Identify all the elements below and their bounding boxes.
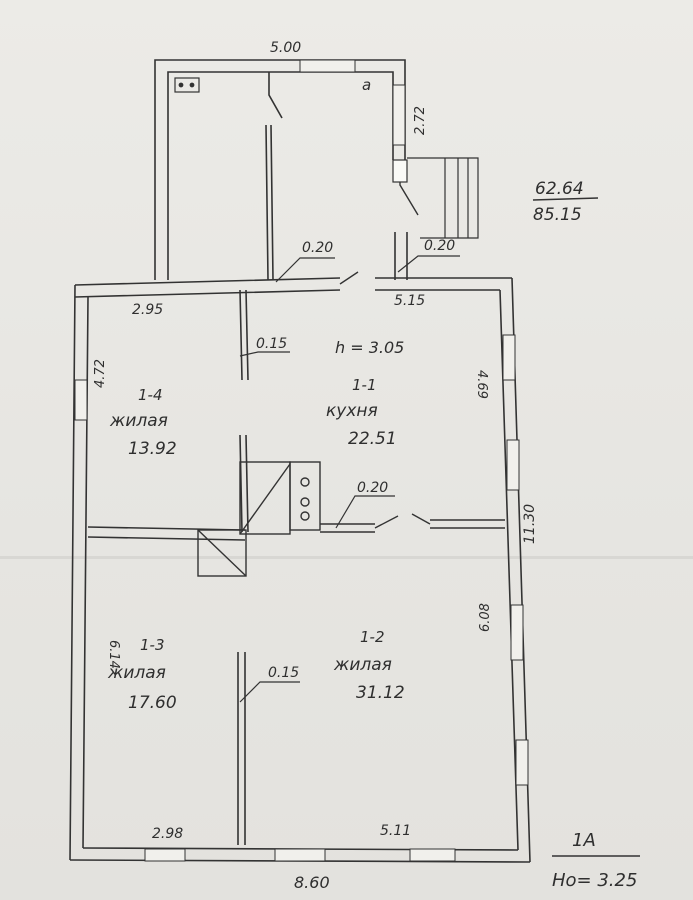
dim-right-total: 11.30	[522, 504, 538, 544]
porch-depth-label: 2.72	[413, 106, 428, 135]
room-id-1-3: 1-3	[140, 636, 165, 654]
room-id-1-2: 1-2	[360, 628, 385, 646]
windows	[74, 59, 529, 862]
stove-diagonal	[239, 463, 291, 535]
room-type-1-4: жилая	[109, 411, 168, 431]
stamp-height: Ho= 3.25	[552, 870, 637, 891]
leader-wall-lower	[239, 681, 300, 703]
dim-right-lower: 6.08	[478, 603, 493, 632]
window-right-3	[510, 604, 524, 661]
window-annex-right	[392, 84, 406, 146]
window-right-4	[515, 739, 529, 786]
stove-top	[289, 461, 321, 531]
window-bottom-1	[144, 848, 186, 862]
dim-bottom-right: 5.11	[380, 823, 411, 839]
walls	[69, 59, 531, 863]
room-area-1-3: 17.60	[128, 693, 177, 713]
annex-inner-wall	[167, 71, 394, 280]
window-bottom-2	[274, 848, 326, 862]
top-width-label: 5.00	[270, 40, 301, 56]
room-type-1-1: кухня	[326, 401, 378, 421]
leader-lines	[239, 255, 460, 703]
door-leaf-kitchen-left	[374, 515, 399, 529]
window-right-1	[502, 334, 516, 381]
dim-top-right: 5.15	[394, 293, 425, 309]
labels: 5.00 a 2.72 0.20 0.20 62.64 85.15 2.95 5…	[93, 40, 637, 892]
chimney-diagonal	[197, 529, 247, 577]
door-leaf-kitchen-right	[411, 513, 431, 525]
window-bottom-3	[409, 848, 456, 862]
window-right-2	[506, 439, 520, 491]
dim-bottom-left: 2.98	[152, 826, 183, 842]
stove-burner-2	[300, 497, 310, 507]
wall-thickness-mid: 0.15	[256, 336, 287, 352]
window-left-upper	[74, 379, 88, 421]
leader-wall-right-top	[397, 255, 460, 273]
porch-steps	[392, 157, 479, 239]
leader-wall-kitchen	[335, 495, 395, 529]
lower-partition	[237, 652, 246, 845]
window-annex-top	[299, 59, 356, 73]
chimney-block	[197, 529, 247, 577]
main-left-wall	[69, 284, 89, 861]
leader-wall-mid	[239, 351, 290, 357]
wall-thickness-left-top: 0.20	[302, 240, 333, 256]
paper-fold	[0, 556, 693, 559]
room-id-1-4: 1-4	[138, 386, 163, 404]
room-type-1-3: жилая	[107, 663, 166, 683]
stamp-floor: 1A	[572, 830, 596, 851]
total-area-line1: 62.64	[535, 179, 584, 199]
annex-right-wall-lower	[394, 232, 408, 280]
annex-door-leaf	[268, 72, 283, 119]
dim-top-left: 2.95	[132, 302, 163, 318]
top-right-letter: a	[362, 76, 371, 94]
middle-partition	[87, 519, 505, 541]
room-id-1-1: 1-1	[352, 376, 377, 394]
sink-fixture	[174, 77, 200, 93]
ceiling-height-label: h = 3.05	[335, 338, 404, 357]
room-type-1-2: жилая	[333, 655, 392, 675]
dim-bottom-total: 8.60	[294, 873, 330, 892]
room-area-1-2: 31.12	[356, 683, 405, 703]
room-area-1-4: 13.92	[128, 439, 177, 459]
total-area-line2: 85.15	[533, 205, 582, 225]
dim-left-lower: 6.14	[106, 640, 121, 669]
stove-burner-1	[300, 477, 310, 487]
wall-thickness-right-top: 0.20	[424, 238, 455, 254]
leader-wall-left-top	[275, 257, 335, 283]
door-leaf-top	[339, 271, 359, 285]
wall-thickness-lower: 0.15	[268, 665, 299, 681]
annex-partition	[265, 124, 274, 281]
dim-right-upper: 4.69	[474, 370, 489, 399]
wall-thickness-kitchen: 0.20	[357, 480, 388, 496]
dim-left-upper: 4.72	[93, 359, 108, 388]
stove	[197, 461, 321, 577]
stove-burner-3	[300, 511, 310, 521]
upper-partition	[239, 289, 249, 533]
main-top-wall	[74, 277, 512, 298]
room-area-1-1: 22.51	[348, 429, 397, 449]
